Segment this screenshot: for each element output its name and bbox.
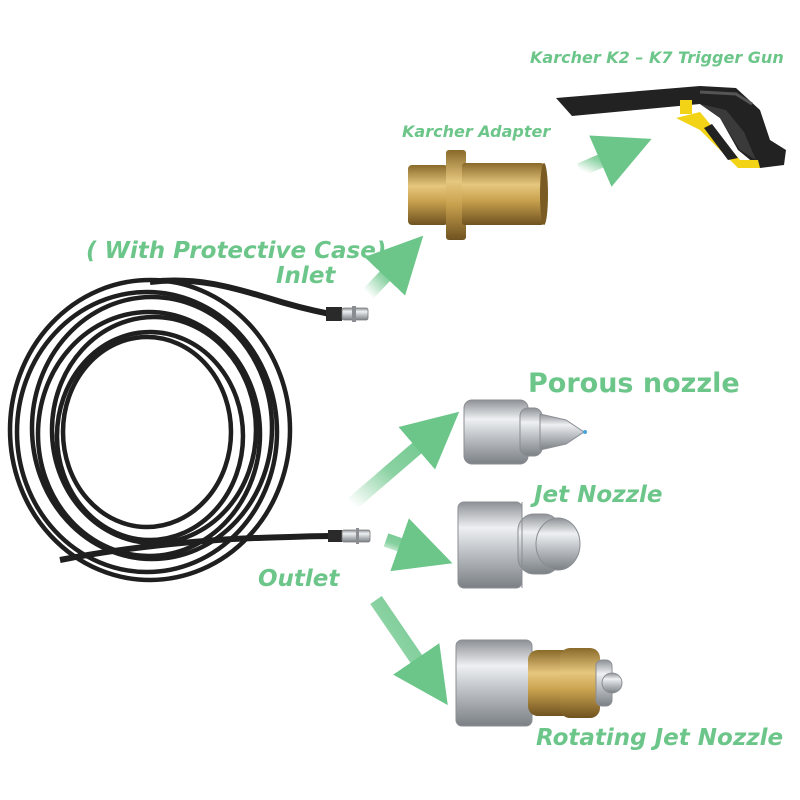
arrow-adapter-to-gun [577, 135, 652, 187]
arrow-outlet-to-porous [347, 411, 460, 510]
rotating-jet-nozzle [455, 639, 623, 727]
arrow-inlet-to-adapter [362, 235, 424, 299]
inlet-fitting [326, 306, 369, 322]
arrow-outlet-to-rotating [370, 596, 448, 706]
label-protective-case: ( With Protective Case) [86, 238, 387, 264]
label-porous-nozzle: Porous nozzle [528, 368, 740, 399]
hose-coil [7, 277, 293, 583]
porous-nozzle [463, 399, 587, 465]
karcher-adapter [408, 150, 548, 240]
label-outlet: Outlet [258, 566, 340, 592]
label-karcher-adapter: Karcher Adapter [402, 122, 551, 141]
arrow-outlet-to-jet [383, 518, 453, 572]
label-jet-nozzle: Jet Nozzle [534, 482, 663, 508]
outlet-fitting [328, 528, 371, 544]
label-rotating-jet-nozzle: Rotating Jet Nozzle [536, 725, 784, 751]
jet-nozzle [457, 501, 581, 589]
label-trigger-gun: Karcher K2 – K7 Trigger Gun [530, 48, 784, 67]
trigger-gun [556, 86, 786, 168]
arrows [347, 135, 652, 706]
outlet-hose [59, 533, 331, 563]
label-inlet: Inlet [276, 263, 336, 289]
inlet-hose [149, 277, 331, 317]
